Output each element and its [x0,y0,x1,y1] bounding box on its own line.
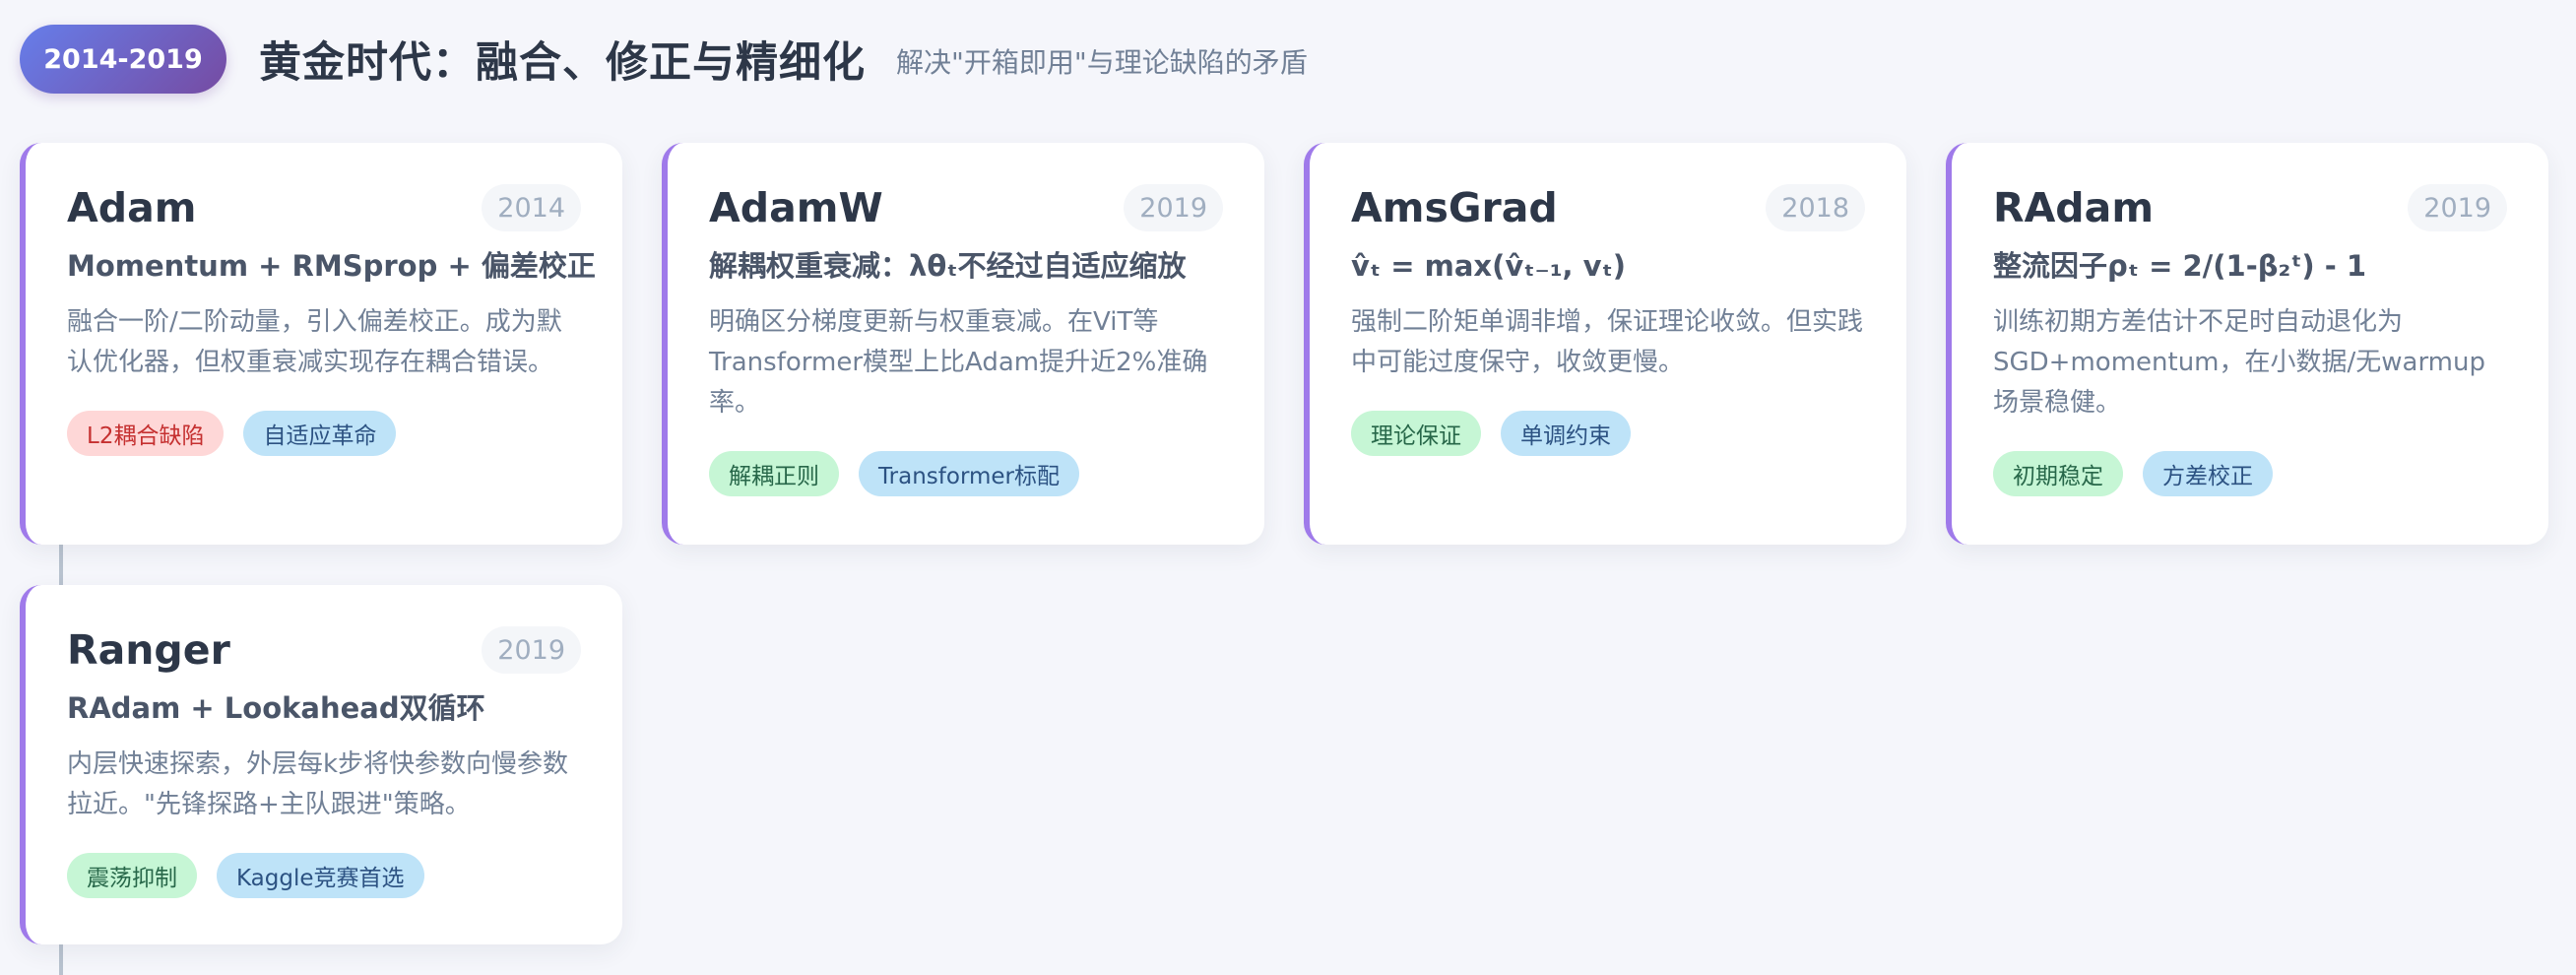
card-header: Ranger 2019 [67,626,581,674]
era-subtitle: 解决"开箱即用"与理论缺陷的矛盾 [896,46,1308,79]
card-header: RAdam 2019 [1993,184,2507,231]
tag: 单调约束 [1501,411,1631,456]
tag: 理论保证 [1351,411,1481,456]
tag: Kaggle竞赛首选 [217,853,424,898]
card-description: 融合一阶/二阶动量，引入偏差校正。成为默认优化器，但权重衰减实现存在耦合错误。 [67,307,562,377]
card-formula: 整流因子ρₜ = 2/(1-β₂ᵗ) - 1 [1993,249,2367,283]
era-period-badge: 2014-2019 [20,25,226,94]
era-title: 黄金时代：融合、修正与精细化 [259,38,866,88]
card-description: 训练初期方差估计不足时自动退化为SGD+momentum，在小数据/无warmu… [1993,307,2485,418]
card-header: Adam 2014 [67,184,581,231]
card-formula: RAdam + Lookahead双循环 [67,691,485,725]
card-formula: 解耦权重衰减：λθₜ不经过自适应缩放 [709,249,1187,283]
optimizer-card-radam: RAdam 2019 整流因子ρₜ = 2/(1-β₂ᵗ) - 1 训练初期方差… [1946,143,2548,545]
tag: Transformer标配 [859,451,1080,496]
card-formula: Momentum + RMSprop + 偏差校正 [67,249,596,283]
year-badge: 2019 [1124,184,1223,231]
era-header: 2014-2019 黄金时代：融合、修正与精细化 解决"开箱即用"与理论缺陷的矛… [20,25,1308,94]
card-title: Adam [67,184,197,231]
tag-list: 理论保证 单调约束 [1351,411,1865,456]
tag: 解耦正则 [709,451,839,496]
card-header: AmsGrad 2018 [1351,184,1865,231]
card-description: 明确区分梯度更新与权重衰减。在ViT等Transformer模型上比Adam提升… [709,307,1208,418]
year-badge: 2019 [482,626,581,674]
optimizer-card-ranger: Ranger 2019 RAdam + Lookahead双循环 内层快速探索，… [20,585,622,944]
tag: 自适应革命 [243,411,397,456]
year-badge: 2019 [2408,184,2507,231]
card-title: AmsGrad [1351,184,1558,231]
tag: 震荡抑制 [67,853,197,898]
card-description: 强制二阶矩单调非增，保证理论收敛。但实践中可能过度保守，收敛更慢。 [1351,307,1864,377]
card-title: RAdam [1993,184,2155,231]
optimizer-card-amsgrad: AmsGrad 2018 v̂ₜ = max(v̂ₜ₋₁, vₜ) 强制二阶矩单… [1304,143,1906,545]
tag: 方差校正 [2143,451,2273,496]
card-formula: v̂ₜ = max(v̂ₜ₋₁, vₜ) [1351,249,1627,283]
optimizer-card-adamw: AdamW 2019 解耦权重衰减：λθₜ不经过自适应缩放 明确区分梯度更新与权… [662,143,1264,545]
tag: 初期稳定 [1993,451,2123,496]
optimizer-card-adam: Adam 2014 Momentum + RMSprop + 偏差校正 融合一阶… [20,143,622,545]
tag-list: L2耦合缺陷 自适应革命 [67,411,581,456]
tag: L2耦合缺陷 [67,411,225,456]
card-description: 内层快速探索，外层每k步将快参数向慢参数拉近。"先锋探路+主队跟进"策略。 [67,749,569,819]
card-header: AdamW 2019 [709,184,1223,231]
tag-list: 初期稳定 方差校正 [1993,451,2507,496]
tag-list: 震荡抑制 Kaggle竞赛首选 [67,853,581,898]
tag-list: 解耦正则 Transformer标配 [709,451,1223,496]
card-title: Ranger [67,626,230,674]
card-title: AdamW [709,184,883,231]
year-badge: 2018 [1766,184,1865,231]
year-badge: 2014 [482,184,581,231]
